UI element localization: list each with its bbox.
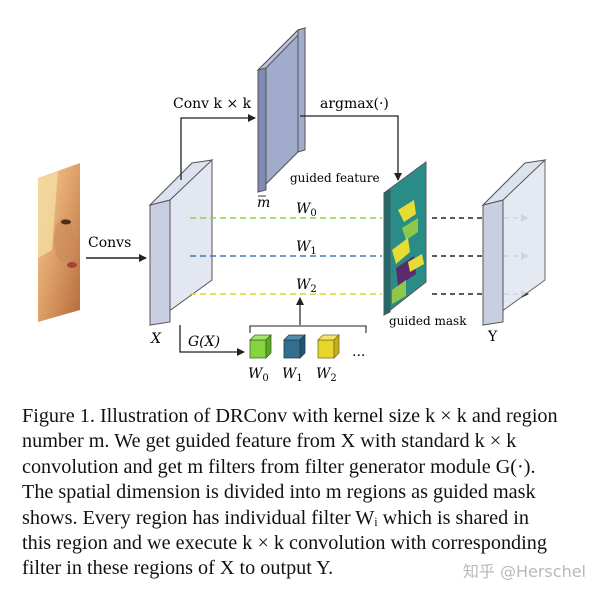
guided-mask-label: guided mask [389,314,467,328]
filter-label-w0: W0 [248,366,269,384]
filter-cube-w0 [249,334,272,359]
caption-line: shows. Every region has individual filte… [22,506,529,529]
zhihu-watermark: 知乎 @Herschel [462,562,586,581]
y-label: Y [487,329,498,345]
filter-label-w1: W1 [282,366,303,384]
filter-label-w2: W2 [316,366,337,384]
convs-label: Convs [88,235,131,251]
filters-ellipsis: ... [352,344,365,360]
argmax-path [300,115,402,181]
conv-path [180,114,256,180]
caption-line: convolution and get m filters from filte… [22,455,536,478]
w1-label: W1 [296,239,317,257]
gx-path [179,325,245,356]
m-label: m [257,195,270,211]
gx-label: G(X) [188,334,220,350]
filter-bracket [249,325,367,333]
x-feature-block [148,159,214,326]
filter-cube-w1 [283,334,306,359]
input-face-image [38,163,80,322]
w2-label: W2 [296,277,317,295]
figure-caption: Figure 1. Illustration of DRConv with ke… [22,404,584,582]
caption-line: number m. We get guided feature from X w… [22,430,517,453]
y-output-block [481,159,547,326]
x-label: X [150,331,162,347]
w0-label: W0 [296,201,317,219]
guided-feature-block [256,27,307,194]
argmax-label: argmax(·) [320,96,389,112]
drconv-diagram: Convs X Conv k × k m guided feature argm… [38,27,547,384]
guided-mask-block [383,161,427,317]
conv-label: Conv k × k [173,96,252,112]
caption-line: this region and we execute k × k convolu… [22,532,547,555]
guided-feature-label: guided feature [290,171,380,185]
caption-line: filter in these regions of X to output Y… [22,557,334,580]
caption-line: Figure 1. Illustration of DRConv with ke… [22,405,558,427]
caption-line: The spatial dimension is divided into m … [22,481,536,504]
filter-cube-w2 [317,334,340,359]
